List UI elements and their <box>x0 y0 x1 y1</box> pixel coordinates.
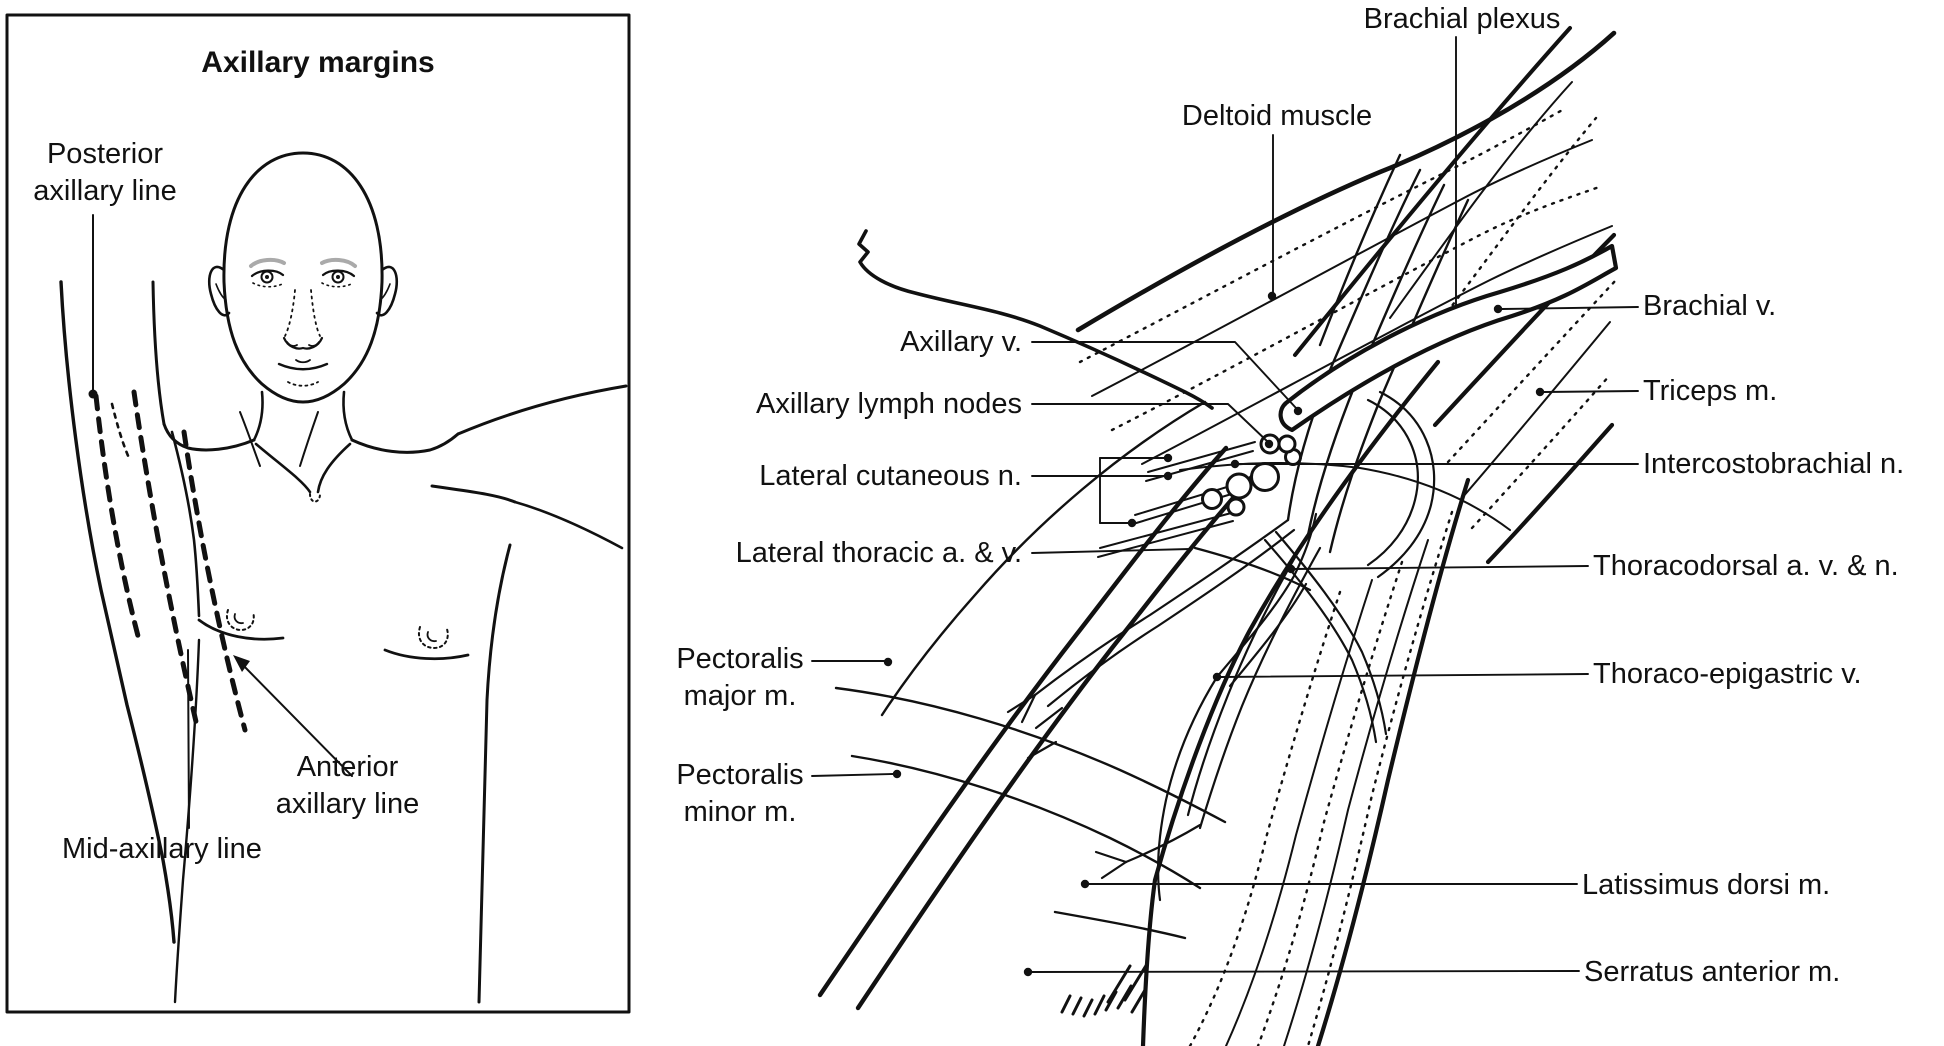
label-lateral-thoracic-a-v: Lateral thoracic a. & v. <box>735 537 1022 569</box>
label-lateral-cutaneous-n: Lateral cutaneous n. <box>759 460 1022 492</box>
label-posterior-axillary-line: Posterior axillary line <box>33 138 177 207</box>
pectoralis-minor-band <box>817 445 1261 1011</box>
left-panel-border <box>5 13 631 1014</box>
label-deltoid-muscle: Deltoid muscle <box>1181 100 1373 132</box>
label-mid-axillary-line: Mid-axillary line <box>62 833 262 865</box>
label-triceps-m: Triceps m. <box>1643 375 1778 407</box>
label-intercostobrachial-n: Intercostobrachial n. <box>1643 448 1905 480</box>
right-panel-line-art <box>817 26 1619 1046</box>
left-panel-figure <box>59 151 628 1004</box>
left-panel-leader-lines <box>88 214 353 829</box>
axillary-vessels <box>1006 461 1511 902</box>
dashed-axillary-lines <box>93 389 248 733</box>
label-serratus-anterior-m: Serratus anterior m. <box>1584 956 1841 988</box>
label-thoraco-epigastric-v: Thoraco-epigastric v. <box>1593 658 1862 690</box>
label-latissimus-dorsi-m: Latissimus dorsi m. <box>1582 869 1831 901</box>
left-panel-title: Axillary margins <box>201 46 435 79</box>
label-axillary-lymph-nodes: Axillary lymph nodes <box>756 388 1022 420</box>
label-pectoralis-minor-m: Pectoralis minor m. <box>676 759 804 828</box>
label-brachial-v: Brachial v. <box>1643 290 1777 322</box>
vessel-loop <box>1366 390 1436 579</box>
axillary-vein <box>1278 243 1619 433</box>
axillary-lymph-nodes-cluster <box>1201 433 1302 517</box>
label-brachial-plexus: Brachial plexus <box>1363 3 1561 35</box>
serratus-region <box>834 686 1227 1018</box>
label-anterior-axillary-line: Anterior axillary line <box>275 751 420 820</box>
label-pectoralis-major-m: Pectoralis major m. <box>676 643 804 712</box>
label-thoracodorsal-a-v-n: Thoracodorsal a. v. & n. <box>1593 550 1899 582</box>
label-axillary-v: Axillary v. <box>900 326 1022 358</box>
deltoid-band <box>1075 26 1617 465</box>
chest-outline <box>857 229 1214 717</box>
right-panel-leader-lines <box>811 36 1639 977</box>
